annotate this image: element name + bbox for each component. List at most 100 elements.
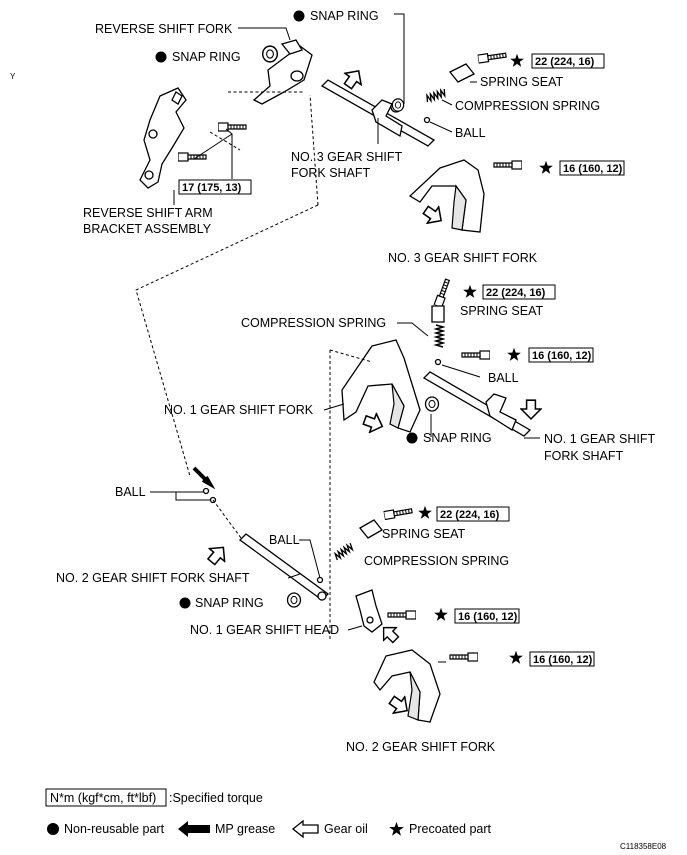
label-reverse-bracket-line1: REVERSE SHIFT ARM <box>83 206 213 220</box>
legend-gear-oil-icon <box>291 819 319 839</box>
ball-mid-part <box>434 358 442 366</box>
torque-box-7 <box>454 608 520 624</box>
snap-ring-part-mid <box>424 396 440 412</box>
bracket-bolt-upper-part <box>218 122 247 132</box>
gear-oil-arrow-no2-shaft <box>202 540 232 569</box>
torque-box-6 <box>436 506 510 522</box>
no3-gear-shift-fork-part <box>408 159 485 233</box>
legend-mp-grease-icon <box>178 821 210 837</box>
legend-non-reusable: Non-reusable part <box>64 822 165 836</box>
precoated-star-7 <box>509 650 523 664</box>
legend-precoated: Precoated part <box>409 822 492 836</box>
label-snap-ring-mid: SNAP RING <box>423 431 492 445</box>
head-bolt-part <box>387 610 416 620</box>
legend-torque-box <box>45 788 167 807</box>
label-compression-spring-mid: COMPRESSION SPRING <box>241 316 386 330</box>
label-spring-seat-low: SPRING SEAT <box>382 527 465 541</box>
label-reverse-shift-fork: REVERSE SHIFT FORK <box>95 22 233 36</box>
label-spring-seat-mid: SPRING SEAT <box>460 304 543 318</box>
ball-low-part <box>316 576 324 584</box>
torque-value-8: 16 (160, 12) <box>533 654 593 666</box>
torque-box-2 <box>178 179 252 195</box>
fork-bolt-no2-part <box>449 652 478 662</box>
label-no2-fork: NO. 2 GEAR SHIFT FORK <box>346 740 496 754</box>
reverse-shift-arm-bracket-part <box>139 87 187 189</box>
precoated-star-6 <box>434 607 448 621</box>
label-no1-shaft-line2: FORK SHAFT <box>544 449 624 463</box>
ball-top-part <box>423 116 431 124</box>
snap-ring-part-low <box>286 592 302 608</box>
snap-ring-part-top <box>391 98 405 112</box>
non-reusable-mark-3 <box>406 432 418 444</box>
precoated-star-4 <box>507 347 521 361</box>
label-ball-low: BALL <box>269 533 300 547</box>
torque-value-7: 16 (160, 12) <box>458 611 518 623</box>
spring-seat-mid-part <box>431 305 445 323</box>
spring-seat-low-part <box>359 519 383 539</box>
spring-seat-top-part <box>448 63 476 83</box>
mp-grease-arrow-ball <box>192 466 216 490</box>
torque-value-5: 16 (160, 12) <box>532 350 592 362</box>
precoated-star-2 <box>539 160 553 174</box>
detent-plug-mid-part <box>433 277 452 309</box>
non-reusable-mark-2 <box>293 10 305 22</box>
reverse-shift-fork-part <box>252 39 313 105</box>
torque-box-8 <box>529 651 595 667</box>
label-no2-shaft: NO. 2 GEAR SHIFT FORK SHAFT <box>56 571 250 585</box>
torque-value-2: 17 (175, 13) <box>182 182 242 194</box>
gear-oil-arrow-no1-shaft <box>520 399 542 420</box>
legend-non-reusable-icon <box>47 823 59 835</box>
no1-gear-shift-fork-part <box>341 339 421 433</box>
gear-oil-arrow-top <box>339 64 368 93</box>
torque-box-3 <box>559 160 625 176</box>
label-snap-ring-top: SNAP RING <box>310 9 379 23</box>
fork-bolt-no1-part <box>461 350 490 360</box>
torque-value-1: 22 (224, 16) <box>535 56 595 68</box>
torque-value-3: 16 (160, 12) <box>563 163 623 175</box>
corner-mark: Y <box>10 72 16 81</box>
detent-plug-top-part <box>477 50 508 64</box>
fork-bolt-no3-part <box>493 160 522 170</box>
label-no3-shaft-line2: FORK SHAFT <box>291 166 371 180</box>
figure-id: C118358E08 <box>620 842 667 851</box>
legend-gear-oil: Gear oil <box>324 822 368 836</box>
no2-gear-shift-fork-part <box>373 649 441 723</box>
gear-oil-arrow-no3-fork <box>419 201 448 230</box>
no2-gear-shift-fork-shaft-part <box>239 533 329 601</box>
legend-precoated-icon <box>389 821 404 836</box>
torque-box-4 <box>482 284 556 300</box>
label-compression-spring-low: COMPRESSION SPRING <box>364 554 509 568</box>
non-reusable-mark-4 <box>179 597 191 609</box>
no1-gear-shift-head-part <box>355 589 383 633</box>
label-no3-fork: NO. 3 GEAR SHIFT FORK <box>388 251 538 265</box>
legend-torque-unit: N*m (kgf*cm, ft*lbf) <box>50 791 156 805</box>
label-ball-left: BALL <box>115 485 146 499</box>
label-no3-shaft-line1: NO. 3 GEAR SHIFT <box>291 150 402 164</box>
legend-torque-desc: :Specified torque <box>169 791 263 805</box>
detent-plug-low-part <box>383 506 414 521</box>
compression-spring-low-part <box>332 542 355 561</box>
precoated-star-5 <box>418 505 432 519</box>
snap-ring-part-top-left <box>261 45 279 63</box>
compression-spring-mid-part <box>435 324 444 348</box>
gear-oil-arrow-no1-fork <box>360 409 387 437</box>
non-reusable-mark-1 <box>155 51 167 63</box>
label-compression-spring-top: COMPRESSION SPRING <box>455 99 600 113</box>
torque-value-4: 22 (224, 16) <box>486 287 546 299</box>
label-ball-mid: BALL <box>488 371 519 385</box>
precoated-star-1 <box>510 53 524 67</box>
label-snap-ring-low: SNAP RING <box>195 596 264 610</box>
label-reverse-bracket-line2: BRACKET ASSEMBLY <box>83 222 212 236</box>
label-snap-ring-top-left: SNAP RING <box>172 50 241 64</box>
torque-value-6: 22 (224, 16) <box>440 509 500 521</box>
label-spring-seat-top: SPRING SEAT <box>480 75 563 89</box>
label-no1-shaft-line1: NO. 1 GEAR SHIFT <box>544 432 655 446</box>
precoated-star-3 <box>463 284 477 298</box>
legend: N*m (kgf*cm, ft*lbf) :Specified torque N… <box>45 788 492 839</box>
legend-mp-grease: MP grease <box>215 822 275 836</box>
label-no1-head: NO. 1 GEAR SHIFT HEAD <box>190 623 339 637</box>
label-no1-fork: NO. 1 GEAR SHIFT FORK <box>164 403 314 417</box>
torque-box-1 <box>531 53 605 69</box>
